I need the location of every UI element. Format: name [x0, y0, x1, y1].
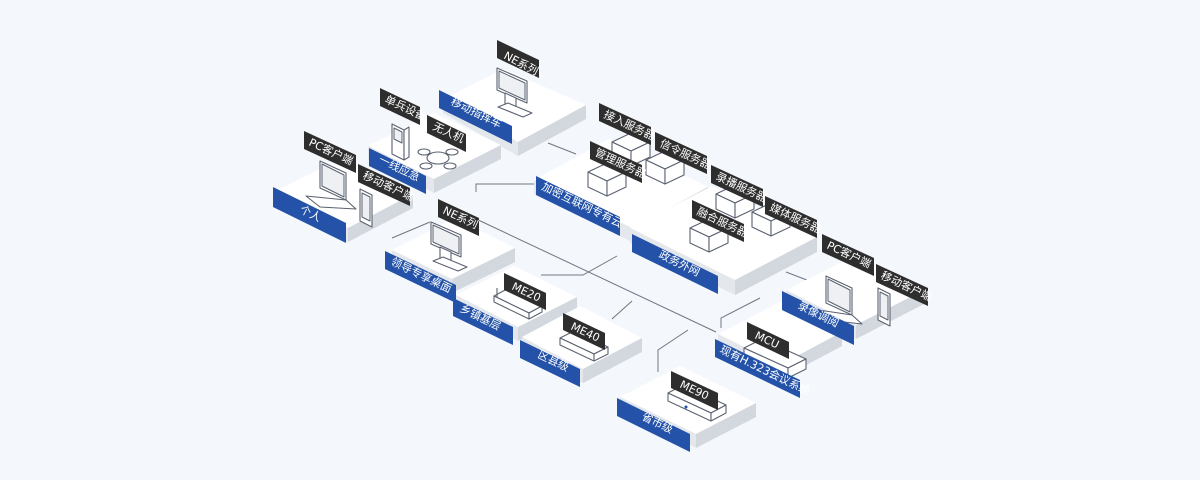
platform-frontline: 单兵设备 无人机 一线应急: [368, 88, 501, 194]
mobile-phone-icon-review: [877, 287, 891, 327]
codec-box-me40: [559, 330, 609, 362]
handheld-tag: 单兵设备: [380, 88, 429, 125]
edge-county: [611, 300, 633, 320]
connection-lines: [391, 142, 813, 372]
svg-text:单兵设备: 单兵设备: [383, 92, 429, 123]
platform-mobile-command: NE系列 移动指挥车: [439, 40, 586, 156]
platform-county: ME40 区县级: [520, 306, 642, 387]
edge-trunk: [473, 217, 717, 333]
edge-h323: [720, 297, 761, 328]
platform-township: ME20 乡镇基层: [453, 266, 577, 345]
platform-province-city: ME90 省市级: [617, 366, 756, 452]
laptop-icon: [305, 160, 357, 210]
platform-personal: PC客户端 移动客户端 个人: [273, 131, 416, 243]
drone-icon: [417, 148, 459, 170]
edge-gov-branch: [541, 255, 618, 276]
edge-cloud-personal: [391, 221, 431, 239]
monitor-icon: [496, 67, 533, 118]
monitor-icon-leader: [430, 221, 468, 272]
mobile-phone-icon: [359, 188, 373, 228]
platform-gov-extranet: 录播服务器 媒体服务器 融合服务器 政务外网: [630, 165, 823, 295]
edge-cloud-frontline: [475, 183, 538, 192]
platform-h323: MCU 现有H.323会议系统: [715, 302, 842, 398]
edge-province: [657, 329, 689, 372]
edge-cloud-mobile: [547, 142, 577, 155]
handheld-device-icon: [391, 123, 410, 161]
